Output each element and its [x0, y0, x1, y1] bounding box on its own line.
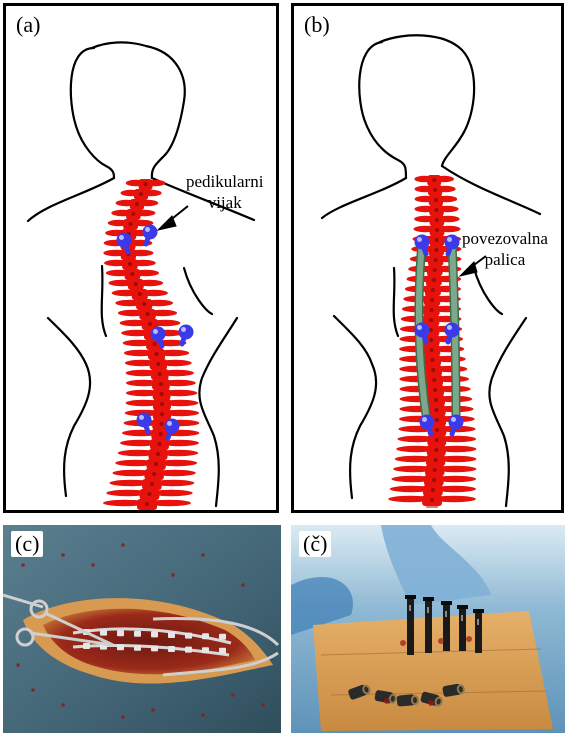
vertebra [103, 499, 191, 510]
panel-label-cc: (č) [299, 531, 331, 557]
panel-c: (c) [3, 525, 281, 733]
vertebra [388, 495, 476, 507]
pedicle-screw [137, 413, 152, 433]
percutaneous-screw-head [397, 694, 420, 707]
spine-b [388, 175, 476, 507]
annotation-arrow [158, 206, 188, 230]
annotation-connecting-rod: povezovalna palica [462, 228, 548, 270]
annotation-pedicle-screw: pedikularni vijak [186, 171, 263, 213]
spine-illustration-a [6, 6, 276, 510]
panel-label-a: (a) [12, 12, 44, 38]
surgery-photo-cc [291, 525, 565, 733]
panel-label-c: (c) [11, 531, 43, 557]
panel-b: (b) povezovalna palica [291, 3, 564, 513]
pedicle-screw [143, 225, 158, 245]
annotation-line-2: palica [462, 249, 548, 270]
panel-label-b: (b) [300, 12, 334, 38]
surgery-photo-c [3, 525, 281, 733]
annotation-line-2: vijak [186, 192, 263, 213]
panel-a: (a) pedikularni vijak [3, 3, 279, 513]
pedicle-screw [179, 325, 194, 345]
annotation-line-1: pedikularni [186, 171, 263, 192]
annotation-line-1: povezovalna [462, 228, 548, 249]
panel-cc: (č) [291, 525, 565, 733]
